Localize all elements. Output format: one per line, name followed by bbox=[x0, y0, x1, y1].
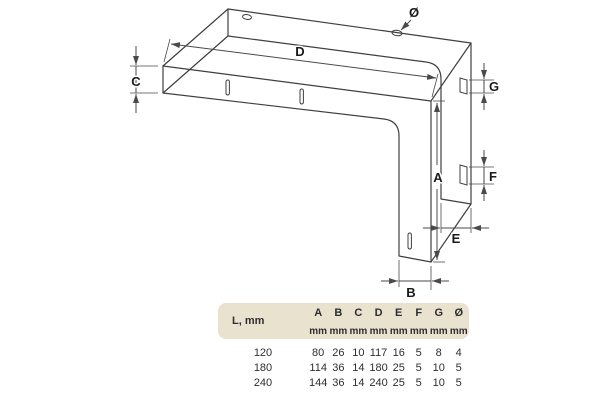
dim-label-G: G bbox=[489, 79, 499, 94]
table-cell: 117 bbox=[369, 346, 388, 359]
col-header-E: E bbox=[388, 303, 409, 323]
dimension-G: G bbox=[469, 63, 501, 110]
dimension-D: D bbox=[163, 38, 439, 98]
table-cell: 144 bbox=[309, 376, 328, 389]
unit-cell: mm bbox=[428, 323, 449, 339]
side-slot-G bbox=[459, 77, 468, 95]
web-edge-elbow bbox=[430, 42, 472, 102]
dim-label-A: A bbox=[433, 170, 443, 185]
mounting-hole-diameter bbox=[391, 29, 403, 37]
col-header-A: A bbox=[308, 303, 329, 323]
dim-label-diameter: Ø bbox=[409, 5, 419, 20]
mounting-hole-left bbox=[242, 14, 252, 20]
unit-cell: mm bbox=[408, 323, 429, 339]
front-flange-outline bbox=[162, 65, 432, 263]
table-cell: 16 bbox=[392, 346, 405, 359]
dimensions-table: L, mm A B C D E F G Ø mm mm mm mm mm mm bbox=[218, 303, 469, 390]
table-cell: 36 bbox=[332, 376, 345, 389]
table-cell: 114 bbox=[309, 361, 327, 374]
table-cell: 180 bbox=[369, 361, 388, 374]
table-cell: 5 bbox=[415, 361, 422, 374]
table-cell: 10 bbox=[432, 376, 445, 389]
dimension-line bbox=[170, 42, 437, 80]
dimensions-table-wrap: L, mm A B C D E F G Ø mm mm mm mm mm mm bbox=[218, 303, 469, 390]
row-length: 240 bbox=[253, 376, 273, 389]
table-cell: 5 bbox=[415, 376, 422, 389]
dim-label-D: D bbox=[295, 44, 304, 59]
row-length: 120 bbox=[253, 346, 273, 359]
web-edge-top-left bbox=[162, 8, 229, 67]
table-cell: 36 bbox=[332, 361, 345, 374]
dimension-C: C bbox=[130, 46, 158, 113]
dim-label-E: E bbox=[452, 231, 461, 246]
dimension-A: A bbox=[432, 100, 445, 263]
table-cell: 8 bbox=[435, 346, 442, 359]
table-cell: 10 bbox=[352, 346, 365, 359]
dimension-diameter: Ø bbox=[400, 4, 421, 31]
dim-label-F: F bbox=[489, 169, 497, 184]
table-cell: 25 bbox=[392, 361, 405, 374]
col-header-C: C bbox=[348, 303, 369, 323]
table-cell: 14 bbox=[352, 361, 365, 374]
leader-arrow bbox=[400, 19, 412, 31]
unit-cell: mm bbox=[348, 323, 369, 339]
col-header-F: F bbox=[408, 303, 429, 323]
extension-line bbox=[431, 73, 439, 98]
dimension-B: B bbox=[381, 260, 449, 302]
front-arm-slot-1 bbox=[225, 79, 230, 96]
table-cell: 4 bbox=[455, 346, 462, 359]
table-cell: 5 bbox=[415, 346, 422, 359]
table-row: 120 80 26 10 117 16 5 8 4 bbox=[218, 339, 469, 360]
front-arm-slot-2 bbox=[299, 88, 304, 105]
table-row: 180 114 36 14 180 25 5 10 5 bbox=[218, 360, 469, 375]
unit-cell: mm bbox=[448, 323, 469, 339]
dim-label-B: B bbox=[406, 285, 415, 300]
row-length: 180 bbox=[253, 361, 273, 374]
table-cell: 26 bbox=[332, 346, 345, 359]
col-header-D: D bbox=[368, 303, 389, 323]
unit-cell: mm bbox=[308, 323, 329, 339]
table-cell: 80 bbox=[312, 346, 325, 359]
table-row: 240 144 36 14 240 25 5 10 5 bbox=[218, 375, 469, 390]
corner-header: L, mm bbox=[218, 303, 308, 339]
table-cell: 14 bbox=[352, 376, 365, 389]
table-cell: 5 bbox=[455, 376, 462, 389]
col-header-diameter: Ø bbox=[448, 303, 469, 323]
side-slot-F bbox=[459, 164, 468, 186]
dim-label-C: C bbox=[131, 74, 141, 89]
col-header-B: B bbox=[328, 303, 349, 323]
table-cell: 25 bbox=[392, 376, 405, 389]
dimension-F: F bbox=[469, 150, 499, 201]
unit-cell: mm bbox=[328, 323, 349, 339]
dimension-E: E bbox=[423, 203, 489, 248]
col-header-G: G bbox=[428, 303, 449, 323]
unit-cell: mm bbox=[388, 323, 409, 339]
table-cell: 240 bbox=[369, 376, 388, 389]
vertical-arm-slot bbox=[407, 232, 412, 250]
table-cell: 5 bbox=[455, 361, 462, 374]
unit-cell: mm bbox=[368, 323, 389, 339]
extension-line bbox=[163, 38, 171, 63]
table-cell: 10 bbox=[432, 361, 445, 374]
